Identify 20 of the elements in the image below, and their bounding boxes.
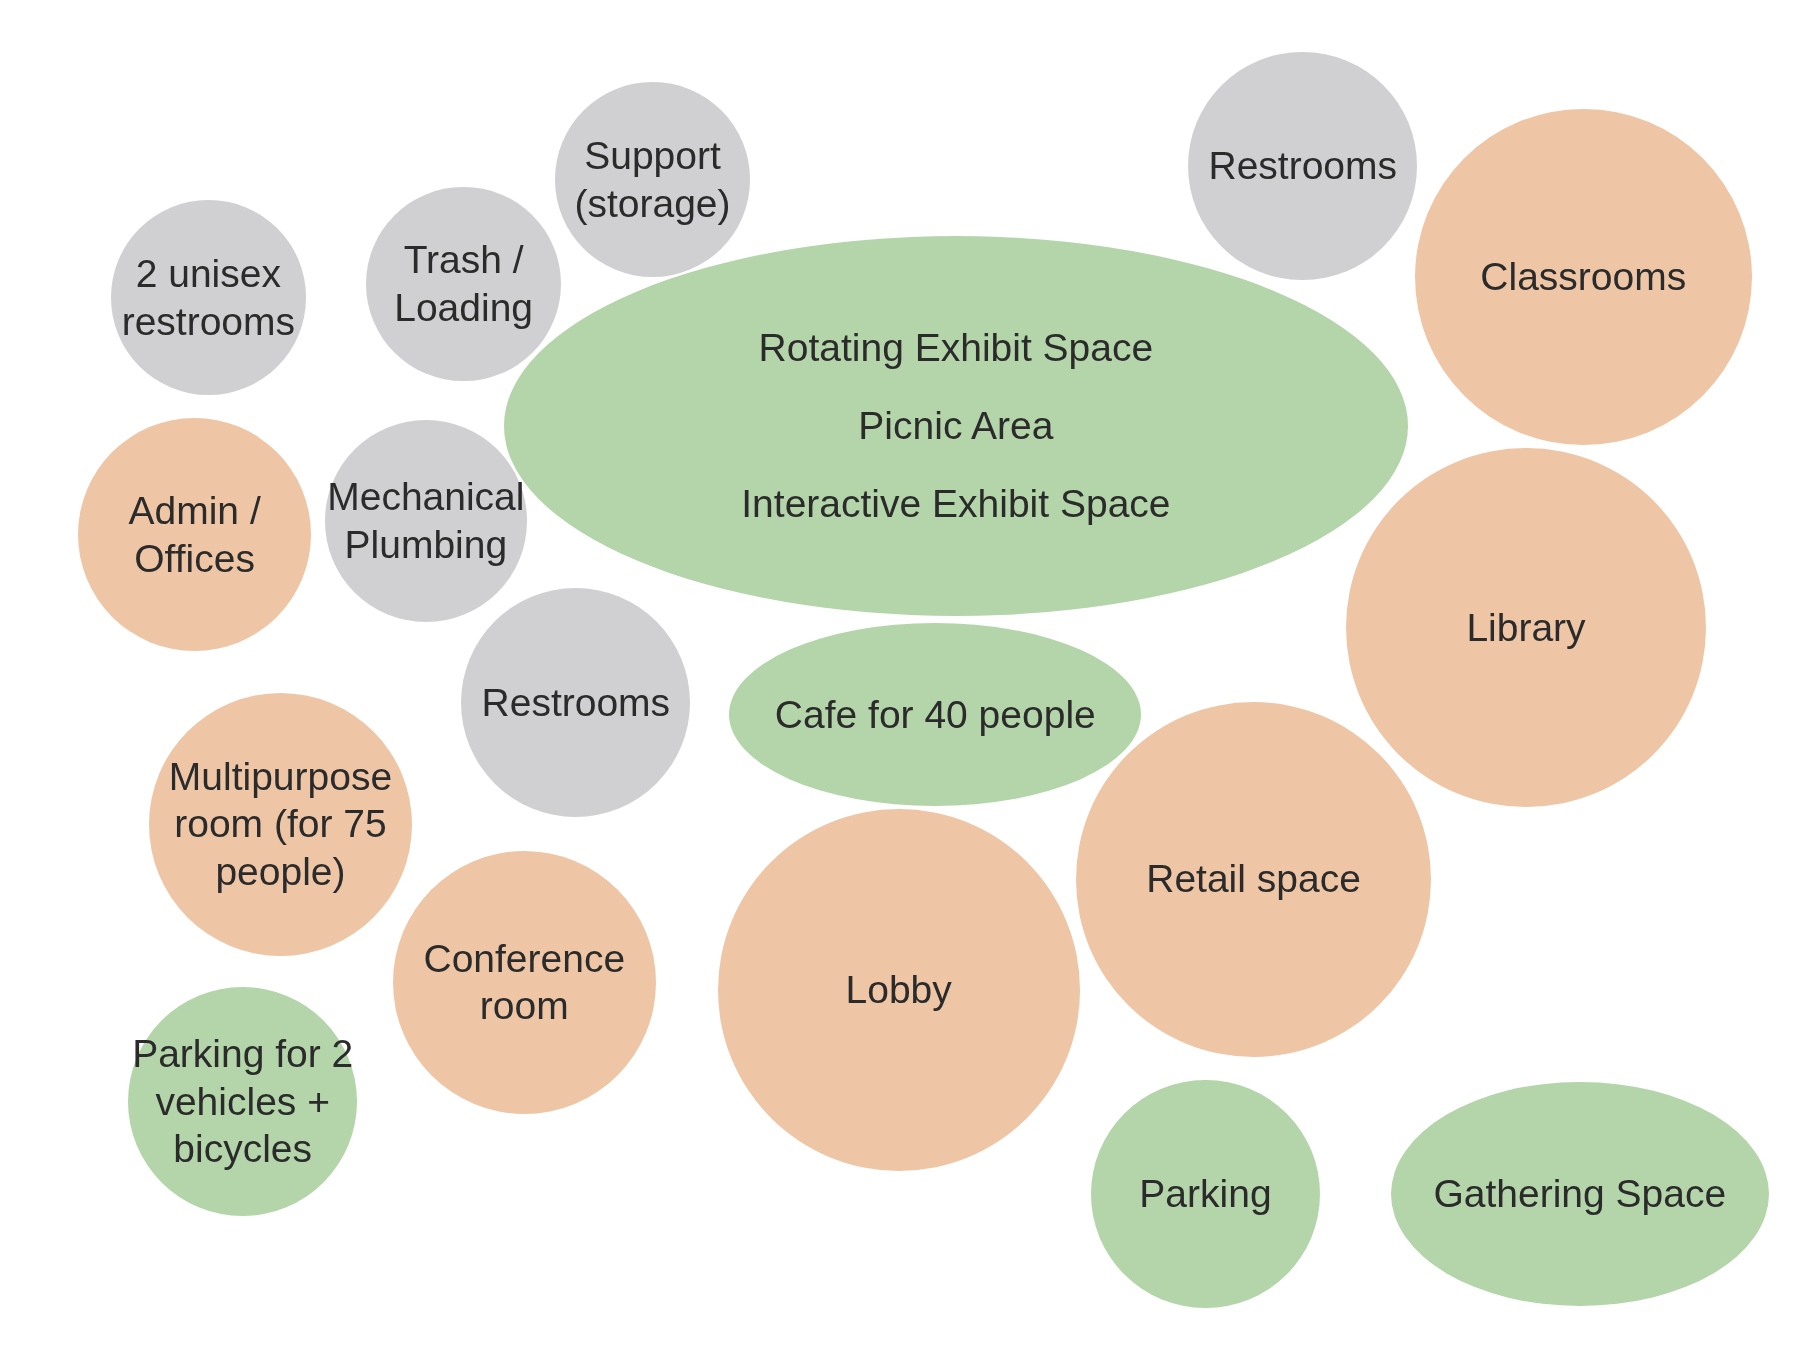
- space-label: Picnic Area: [858, 403, 1054, 450]
- space-label: Mechanical Plumbing: [326, 474, 526, 568]
- space-label: 2 unisex restrooms: [120, 251, 296, 345]
- space-label: Parking: [1139, 1171, 1272, 1218]
- space-label: Restrooms: [1208, 143, 1398, 190]
- space-label: Classrooms: [1480, 254, 1687, 301]
- space-label: Cafe for 40 people: [774, 691, 1096, 738]
- space-label: Admin / Offices: [127, 488, 262, 582]
- space-label: Interactive Exhibit Space: [741, 480, 1171, 527]
- space-label: Multipurpose room (for 75 people): [167, 753, 394, 896]
- space-label: Lobby: [845, 967, 952, 1014]
- space-label: Conference room: [422, 935, 627, 1030]
- space-label: Support (storage): [573, 133, 732, 227]
- space-label: Library: [1466, 604, 1586, 651]
- space-label: Trash / Loading: [393, 237, 535, 331]
- space-label: Gathering Space: [1433, 1171, 1727, 1218]
- space-label: Parking for 2 vehicles + bicycles: [131, 1030, 355, 1173]
- space-label: Retail space: [1146, 856, 1361, 903]
- space-label: Rotating Exhibit Space: [758, 325, 1154, 372]
- space-label: Restrooms: [481, 680, 671, 727]
